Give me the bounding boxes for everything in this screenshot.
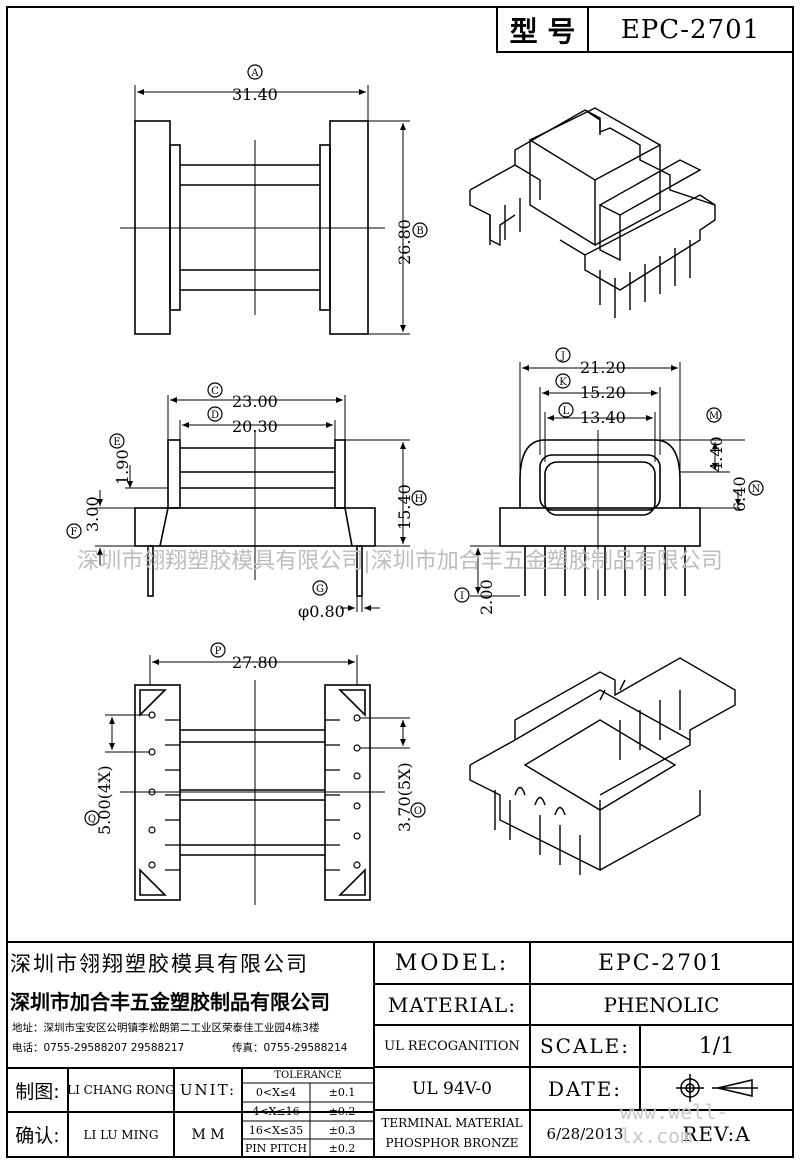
company-fax: 传真：0755-29588214 [232,1041,348,1054]
tolerance-value: ±0.1 [328,1086,356,1099]
draw-value: LI CHANG RONG [67,1083,175,1097]
tolerance-value: ±0.2 [328,1141,356,1155]
dim-F-value: 3.00 [83,496,102,532]
dim-L-value: 13.40 [580,408,626,427]
projection-symbol [676,1074,758,1102]
label-Q: Q [88,814,96,825]
header-model-label: 型 号 [509,14,576,48]
ul-label: UL RECOGANITION [384,1038,520,1054]
revision: REV:A [682,1121,751,1146]
label-P: P [215,646,222,657]
dim-J-value: 21.20 [580,358,626,377]
dim-A-value: 31.40 [232,85,278,104]
iso-view-bottom [469,657,736,875]
draw-label: 制图: [15,1080,60,1103]
dim-O-value: 3.70(5X) [395,762,414,832]
company-address: 地址：深圳市宝安区公明镇李松朗第二工业区荣泰佳工业园4栋3楼 [12,1021,320,1034]
tolerance-range: PIN PITCH [245,1141,307,1155]
title-block-lines [7,941,793,1157]
dim-D-value: 20.30 [232,417,278,436]
label-H: H [415,494,424,505]
label-G: G [316,584,324,595]
company-name-2: 深圳市加合丰五金塑胶制品有限公司 [10,989,330,1014]
dim-C-value: 23.00 [232,392,278,411]
terminal-value: PHOSPHOR BRONZE [385,1136,519,1150]
label-K: K [559,377,567,388]
watermark-site: www.well-lx.com [620,1100,729,1148]
front-view [134,430,376,597]
dim-B-value: 26.80 [395,219,414,265]
header-model-value: EPC-2701 [620,14,761,45]
label-F: F [71,527,78,538]
label-N: N [752,484,761,495]
dim-N-value: 6.40 [730,476,749,512]
dim-M-value: 4.40 [707,436,726,472]
terminal-label: TERMINAL MATERIAL [381,1116,523,1130]
material-value: PHENOLIC [603,992,720,1017]
date-value: 6/28/2013 [546,1124,624,1143]
label-L: L [563,406,570,417]
material-label: MATERIAL: [387,992,517,1017]
watermark-text: 深圳市翎翔塑胶模具有限公司|深圳市加合丰五金塑胶制品有限公司 [77,549,723,574]
tolerance-value: ±0.2 [328,1105,356,1118]
label-C: C [211,386,219,397]
dim-K-value: 15.20 [580,383,626,402]
side-view [499,430,701,600]
dim-G-value: φ0.80 [298,602,345,621]
dim-E-value: 1.90 [113,449,132,485]
unit-value: M M [191,1126,225,1143]
label-B: B [416,226,423,237]
unit-label: UNIT: [179,1081,237,1099]
label-A: A [250,68,259,79]
tolerance-value: ±0.3 [328,1123,356,1137]
check-label: 确认: [15,1125,60,1147]
label-J: J [560,351,565,362]
ul-value: UL 94V-0 [412,1078,492,1099]
dim-H-value: 15.40 [395,484,414,530]
company-phone: 电话：0755-29588207 29588217 [12,1041,185,1054]
dim-Q-value: 5.00(4X) [95,765,114,835]
date-label: DATE: [547,1076,623,1101]
dim-P-value: 27.80 [232,653,278,672]
label-E: E [113,437,120,448]
label-I: I [460,591,464,602]
label-O: O [414,806,422,817]
model-label: MODEL: [394,950,510,976]
tolerance-range: 16<X≤35 [248,1123,304,1137]
label-D: D [211,410,219,421]
iso-view-top [469,107,716,318]
model-value: EPC-2701 [597,950,726,976]
top-view [120,120,385,335]
bottom-view [120,680,385,905]
dim-I-value: 2.00 [477,579,496,615]
check-value: LI LU MING [83,1127,159,1142]
scale-value: 1/1 [698,1033,735,1059]
tolerance-range: 4<X≤16 [252,1105,300,1118]
label-M: M [709,411,719,422]
company-name-1: 深圳市翎翔塑胶模具有限公司 [10,952,309,976]
tolerance-title: TOLERANCE [274,1070,342,1081]
tolerance-range: 0<X≤4 [255,1086,297,1099]
scale-label: SCALE: [539,1034,631,1058]
